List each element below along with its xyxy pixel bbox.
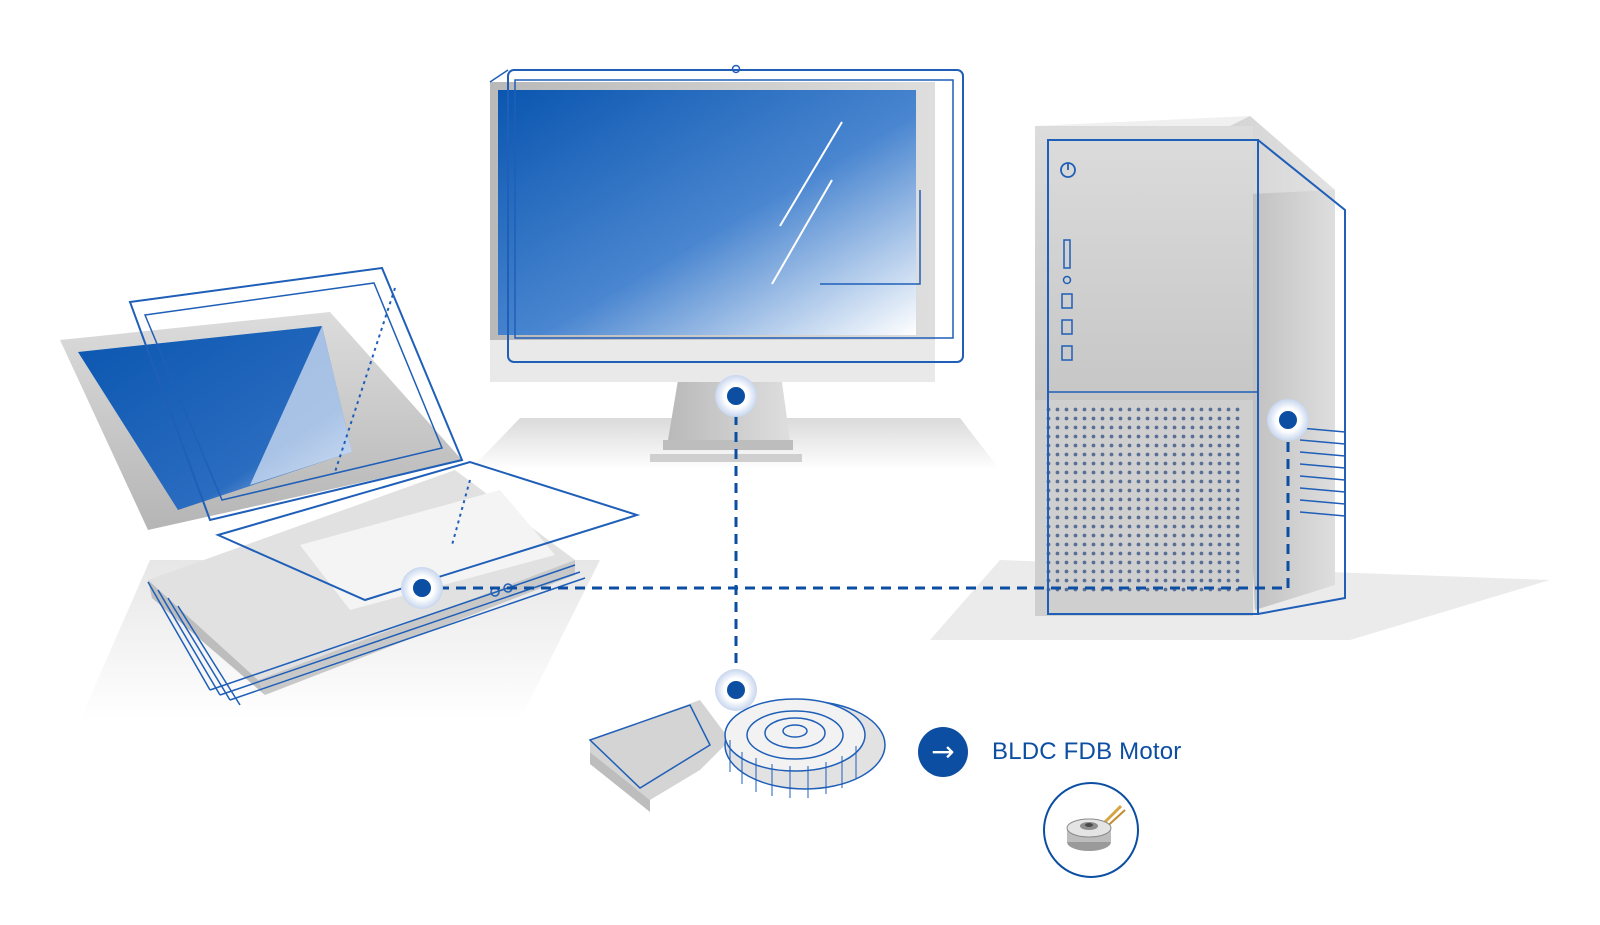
desktop-tower-illustration [1035,116,1346,616]
connection-nodes [401,375,1309,711]
connector-lines [422,398,1290,690]
node-laptop [401,567,443,609]
arrow-glyph: → [931,735,955,768]
node-monitor [715,375,757,417]
node-tower [1267,399,1309,441]
motor-image [1043,782,1139,878]
laptop-illustration [60,266,641,706]
blower-fan-illustration [588,698,886,812]
motor-label: BLDC FDB Motor [992,738,1182,765]
arrow-right-icon: → [918,727,968,777]
motor-photo-icon [1066,804,1126,851]
node-fan [715,669,757,711]
